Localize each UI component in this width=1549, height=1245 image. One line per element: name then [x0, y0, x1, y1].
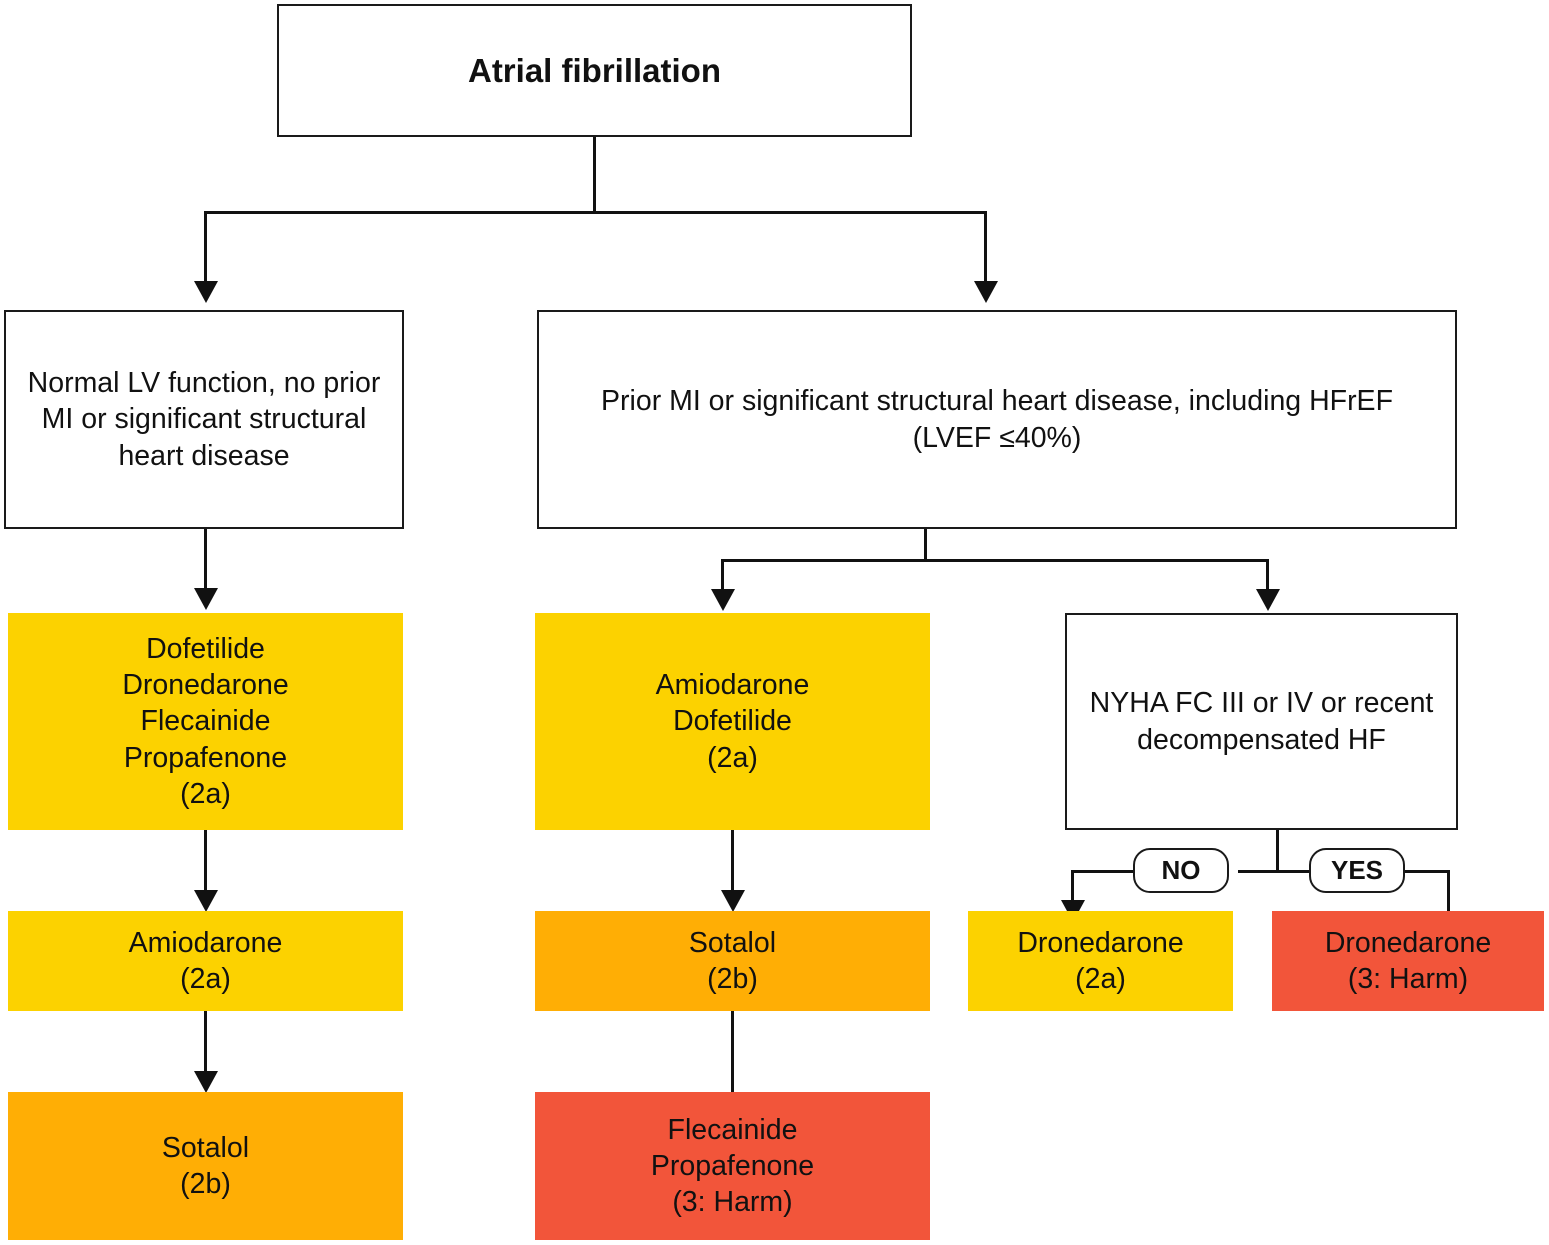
connector-root-left-drop: [204, 211, 207, 283]
connector-root-bus: [205, 211, 987, 214]
node-dronedarone-no: Dronedarone (2a): [968, 911, 1233, 1011]
node-middle-sotalol: Sotalol (2b): [535, 911, 930, 1011]
connector-yes-bus-outer: [1404, 870, 1450, 873]
label-yes: YES: [1309, 848, 1405, 893]
connector-no-bus-inner: [1238, 870, 1278, 873]
node-atrial-fibrillation: Atrial fibrillation: [277, 4, 912, 137]
connector-no-drop: [1071, 870, 1074, 902]
node-dronedarone-yes-harm: Dronedarone (3: Harm): [1272, 911, 1544, 1011]
connector-left-1-to-2: [204, 830, 207, 892]
arrow-left-1-to-2: [194, 890, 218, 912]
connector-middle-2-to-3: [731, 1011, 734, 1093]
node-left-first-line-drugs: Dofetilide Dronedarone Flecainide Propaf…: [8, 613, 403, 830]
node-prior-mi-structural-disease: Prior MI or significant structural heart…: [537, 310, 1457, 529]
arrow-middle-1-to-2: [721, 890, 745, 912]
connector-no-bus-outer: [1072, 870, 1134, 873]
connector-middle-1-to-2: [731, 830, 734, 892]
label-no: NO: [1133, 848, 1229, 893]
node-middle-flecainide-propafenone: Flecainide Propafenone (3: Harm): [535, 1092, 930, 1240]
connector-right-decision-bus: [722, 559, 1269, 562]
arrow-left-decision-to-drugs: [194, 588, 218, 610]
connector-right-bus-left-drop: [721, 559, 724, 591]
connector-yes-bus-inner: [1276, 870, 1310, 873]
connector-right-bus-right-drop: [1266, 559, 1269, 591]
connector-nyha-stem: [1276, 830, 1279, 872]
connector-right-decision-stem: [924, 529, 927, 561]
connector-left-decision-drop: [204, 529, 207, 589]
node-normal-lv-function: Normal LV function, no prior MI or signi…: [4, 310, 404, 529]
connector-left-2-to-3: [204, 1011, 207, 1073]
connector-root-right-drop: [984, 211, 987, 283]
arrow-to-amiodarone-dofetilide: [711, 589, 735, 611]
node-left-sotalol: Sotalol (2b): [8, 1092, 403, 1240]
arrow-root-to-left-branch: [194, 281, 218, 303]
arrow-left-2-to-3: [194, 1071, 218, 1093]
node-left-amiodarone: Amiodarone (2a): [8, 911, 403, 1011]
arrow-to-nyha-decision: [1256, 589, 1280, 611]
connector-yes-drop: [1447, 870, 1450, 912]
arrow-root-to-right-branch: [974, 281, 998, 303]
connector-root-stem: [593, 137, 596, 213]
node-nyha-decision: NYHA FC III or IV or recent decompensate…: [1065, 613, 1458, 830]
node-middle-amiodarone-dofetilide: Amiodarone Dofetilide (2a): [535, 613, 930, 830]
